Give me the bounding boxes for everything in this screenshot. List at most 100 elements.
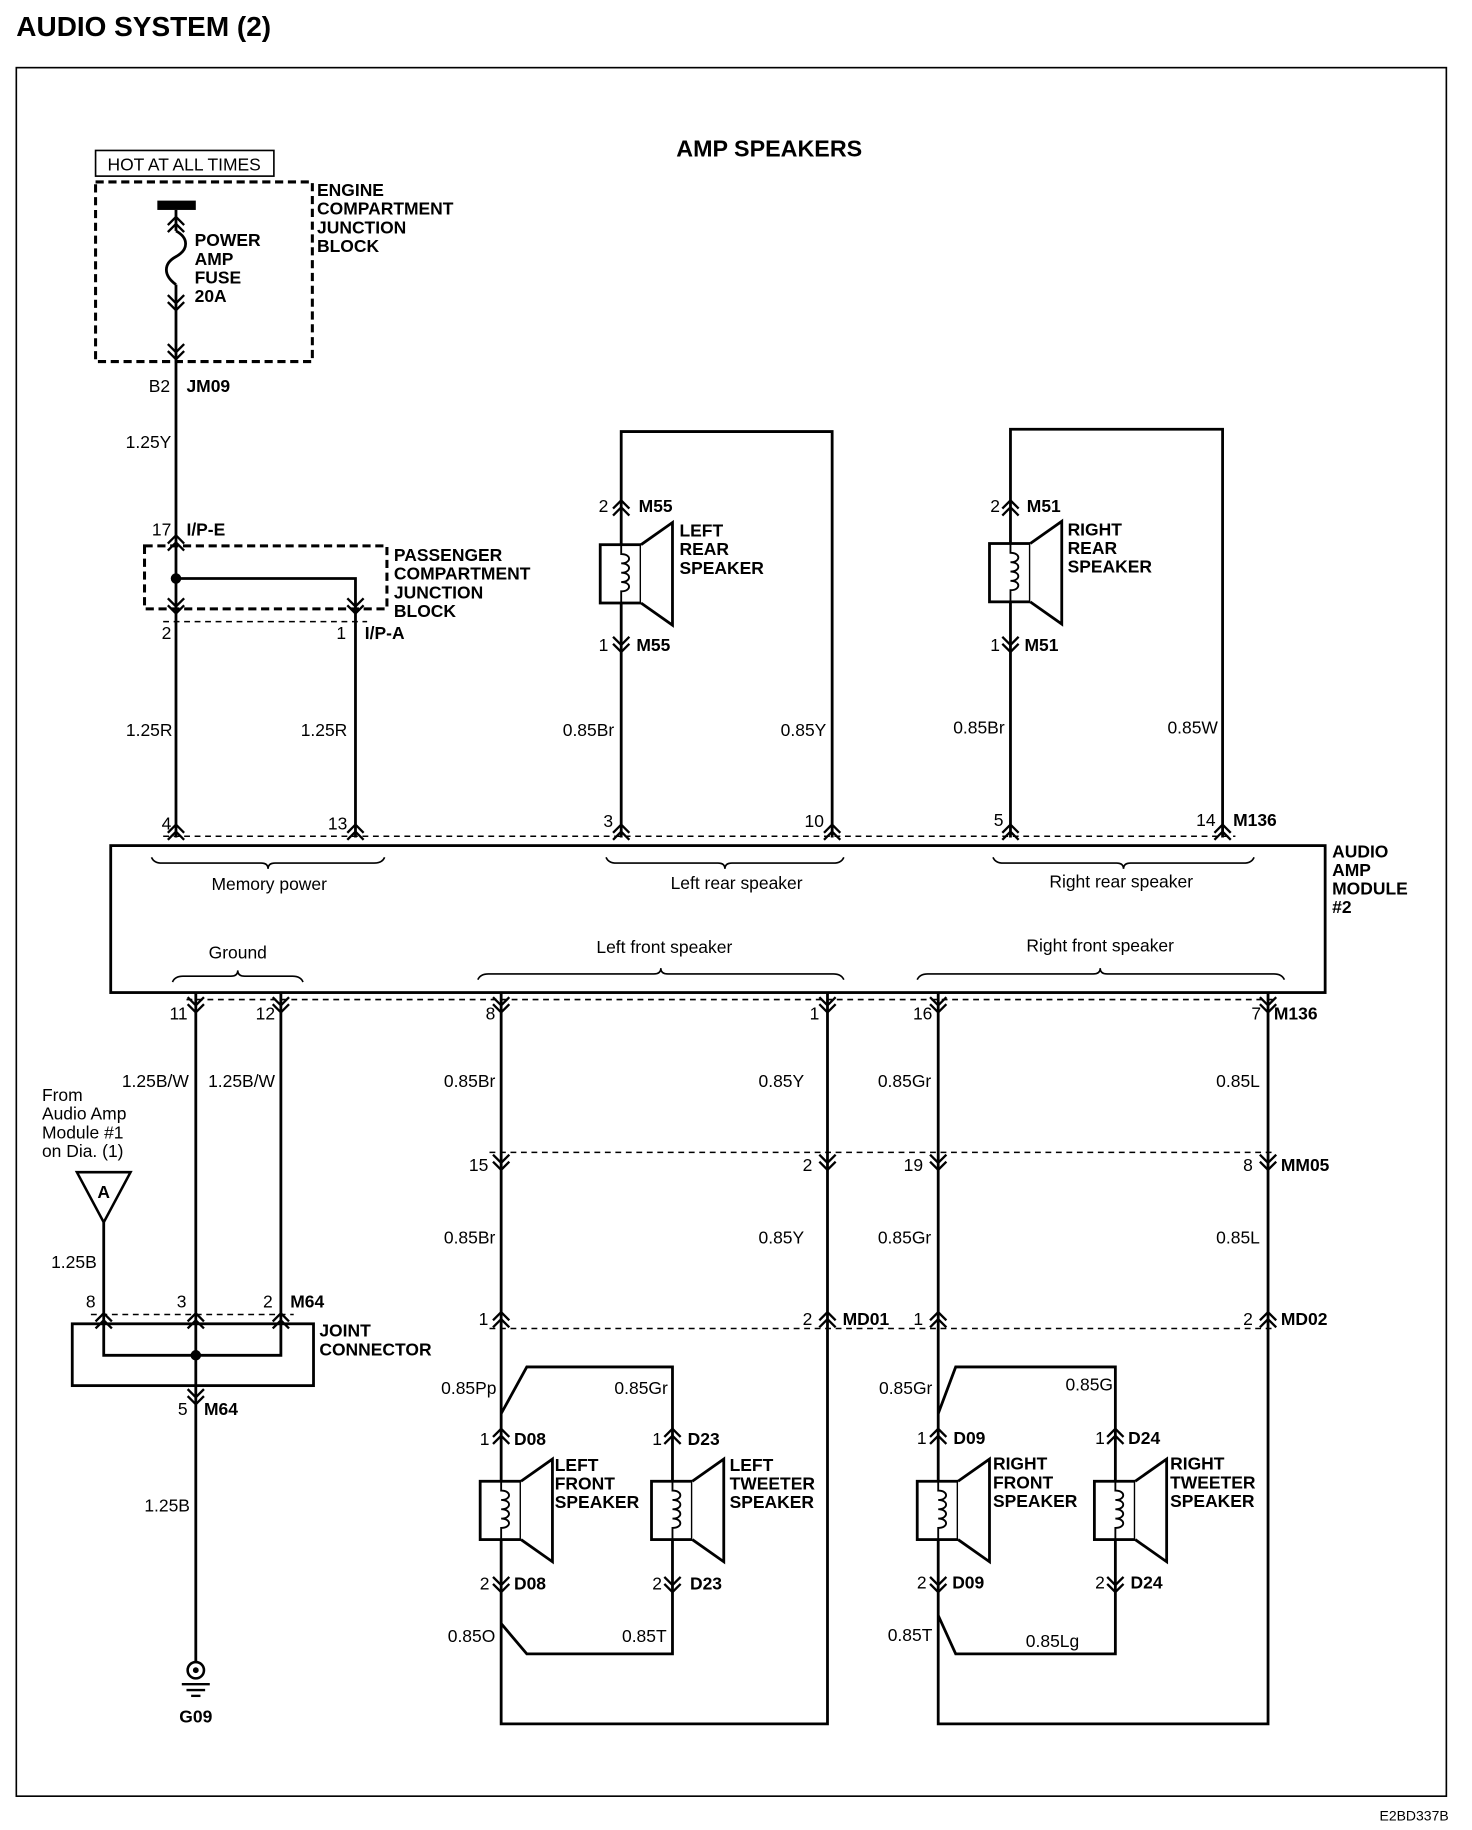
pin-number: 8 <box>1243 1155 1253 1175</box>
ground-icon <box>181 1660 210 1698</box>
amp-module-box <box>109 844 1327 994</box>
pin-number: 2 <box>1243 1309 1253 1329</box>
speaker-icon <box>478 1457 554 1564</box>
speaker-label: REAR <box>1068 538 1118 558</box>
connector-id: M55 <box>639 496 673 516</box>
pin-number: 2 <box>599 496 609 516</box>
pin-number: 11 <box>170 1003 188 1023</box>
wire-1.25r <box>175 577 357 838</box>
pin-number: 12 <box>256 1003 275 1023</box>
pin-number: 3 <box>603 811 613 831</box>
connector-id: D24 <box>1131 1573 1163 1593</box>
connector-id: M64 <box>290 1291 324 1311</box>
left-rear-speaker-circuit: 2 M55 LEFT REAR SPEAKER 1 M55 0.85Br 0.8… <box>563 430 834 838</box>
connector-id: D24 <box>1128 1428 1160 1448</box>
pin-number: 10 <box>805 811 825 831</box>
wire-spec: 0.85W <box>1167 718 1218 738</box>
connector-id: D08 <box>514 1429 546 1449</box>
speaker-icon <box>1092 1457 1169 1564</box>
connector-id: JM09 <box>186 376 230 396</box>
pin-number: 1 <box>913 1309 923 1329</box>
pin-number: 2 <box>803 1155 813 1175</box>
pin-number: 5 <box>994 810 1004 830</box>
wire-spec: 0.85Pp <box>441 1378 496 1398</box>
group-label-left-rear: Left rear speaker <box>671 873 803 893</box>
passenger-junction-block-outline <box>143 544 389 611</box>
pin-number: B2 <box>149 376 170 396</box>
right-front-speaker: 0.85Gr 1 D09 RIGHT FRONT SPEAKER 2 D09 0… <box>879 1378 1078 1645</box>
speaker-label: SPEAKER <box>730 1492 815 1512</box>
brace <box>171 970 304 983</box>
fuse-icon <box>164 229 187 286</box>
pin-number: 7 <box>1251 1003 1261 1023</box>
engine-block-label: COMPARTMENT <box>317 199 454 219</box>
pin-number: 17 <box>152 519 171 539</box>
pin-number: 2 <box>803 1309 813 1329</box>
wire-spec: 1.25Y <box>126 432 172 452</box>
fuse-label: AMP <box>195 249 234 269</box>
pin-number: 2 <box>480 1574 490 1594</box>
connector-id: MD02 <box>1281 1309 1328 1329</box>
front-speaker-wiring: 0.85Br 0.85Y 0.85Gr 0.85L 15 2 19 8 MM05… <box>186 992 1330 1726</box>
brace <box>150 856 386 869</box>
connector-id: M55 <box>636 635 670 655</box>
wire-loop <box>936 992 1270 1726</box>
group-label-ground: Ground <box>209 943 267 963</box>
wire-loop <box>619 430 834 838</box>
fuse-label: FUSE <box>195 267 242 287</box>
connector-id: D23 <box>690 1574 722 1594</box>
group-label-left-front: Left front speaker <box>596 937 732 957</box>
wire-spec: 0.85T <box>622 1626 667 1646</box>
pin-number: 4 <box>162 813 172 833</box>
wire-spec: 1.25B/W <box>208 1071 275 1091</box>
speaker-label: FRONT <box>993 1472 1053 1492</box>
engine-junction-block-outline <box>94 180 314 364</box>
speaker-label: TWEETER <box>730 1473 816 1493</box>
brace <box>992 856 1255 869</box>
brace <box>605 856 845 869</box>
page-title: AUDIO SYSTEM (2) <box>16 11 271 42</box>
wire-spec: 1.25B/W <box>122 1071 189 1091</box>
power-feed: HOT AT ALL TIMES ENGINE COMPARTMENT JUNC… <box>94 149 531 838</box>
speaker-icon <box>988 519 1064 626</box>
speaker-label: TWEETER <box>1170 1472 1256 1492</box>
connector-id: D23 <box>688 1429 720 1449</box>
pin-number: 8 <box>86 1291 96 1311</box>
speaker-label: SPEAKER <box>993 1491 1078 1511</box>
pin-number: 1 <box>1095 1428 1105 1448</box>
connector-id: M136 <box>1274 1003 1318 1023</box>
engine-block-label: BLOCK <box>317 236 379 256</box>
speaker-label: LEFT <box>555 1455 599 1475</box>
group-label-right-front: Right front speaker <box>1026 936 1174 956</box>
fuse-label: POWER <box>195 230 261 250</box>
connector-id: D09 <box>952 1573 984 1593</box>
wire-spec: 0.85Br <box>444 1227 496 1247</box>
passenger-block-label: COMPARTMENT <box>394 564 531 584</box>
pin-number: 2 <box>652 1574 662 1594</box>
wire-loop <box>1009 427 1224 838</box>
wire-spec: 0.85Y <box>781 720 827 740</box>
pin-number: 1 <box>917 1428 927 1448</box>
pin-number: 8 <box>486 1003 496 1023</box>
splice-dot <box>190 1350 202 1361</box>
right-rear-speaker-circuit: 2 M51 RIGHT REAR SPEAKER 1 M51 0.85Br 0.… <box>953 427 1224 838</box>
amp-module-label: MODULE <box>1332 879 1408 899</box>
hot-at-all-times-box <box>94 149 275 177</box>
pin-number: 2 <box>990 496 1000 516</box>
joint-connector-label: JOINT <box>319 1321 371 1341</box>
wire-spec: 0.85Gr <box>614 1378 668 1398</box>
wire-spec: 0.85Br <box>444 1071 496 1091</box>
pin-number: 2 <box>162 623 172 643</box>
reference-note: Audio Amp <box>42 1104 126 1124</box>
brace <box>477 968 845 981</box>
engine-block-label: ENGINE <box>317 180 384 200</box>
hot-at-all-times-label: HOT AT ALL TIMES <box>107 154 260 174</box>
wire-spec: 0.85Gr <box>878 1227 932 1247</box>
splice-dot <box>170 573 182 584</box>
engine-block-label: JUNCTION <box>317 217 406 237</box>
reference-note: Module #1 <box>42 1122 124 1142</box>
wire-spec: 0.85Gr <box>879 1378 933 1398</box>
pin-number: 1 <box>810 1003 820 1023</box>
pin-number: 1 <box>479 1309 489 1329</box>
